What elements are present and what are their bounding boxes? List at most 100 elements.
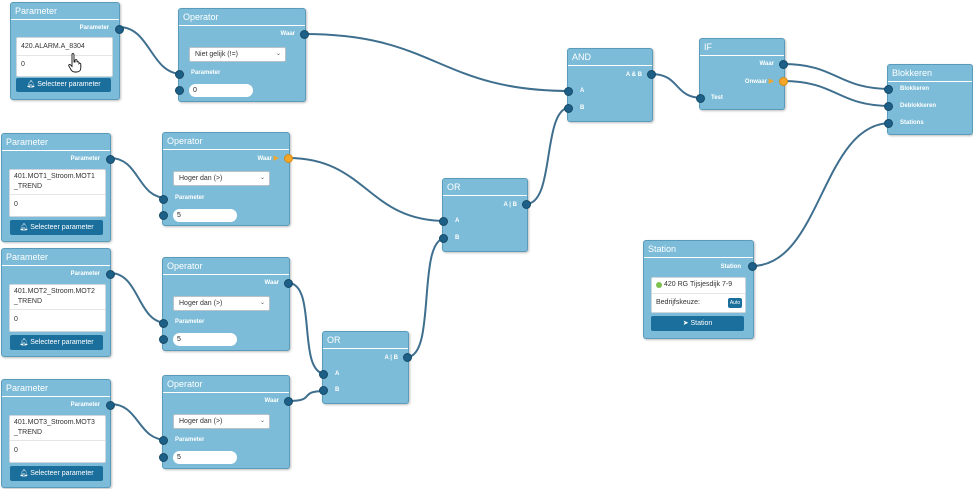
station-node[interactable]: Station Station 420 RG Tijsjesdijk 7-9 B… xyxy=(643,240,757,339)
panel-divider xyxy=(10,440,105,441)
value-input[interactable]: 5 xyxy=(173,209,237,222)
input-port-blokkeren[interactable] xyxy=(884,85,893,94)
output-label-true: Waar xyxy=(759,61,774,67)
input-port-parameter[interactable] xyxy=(159,436,168,445)
output-label: Parameter xyxy=(70,156,100,162)
parameter-panel: 401.MOT1_Stroom.MOT1 _TREND 0 xyxy=(9,169,106,217)
wire-3 xyxy=(109,157,168,199)
input-port-value[interactable] xyxy=(159,335,168,344)
output-port[interactable] xyxy=(300,30,309,39)
wire-6 xyxy=(287,282,327,375)
value-input[interactable]: 5 xyxy=(173,451,237,464)
select-parameter-button[interactable]: 🔔︎ Selecteer parameter xyxy=(10,220,103,235)
output-port[interactable] xyxy=(403,353,412,362)
input-port-parameter[interactable] xyxy=(175,70,184,79)
input-port-deblokkeren[interactable] xyxy=(884,102,893,111)
output-port[interactable] xyxy=(284,397,293,406)
value-input[interactable]: 0 xyxy=(189,84,253,97)
operator-node-2[interactable]: Operator Waar ▶ Hoger dan (>) ⌄ Paramete… xyxy=(159,132,293,226)
operator-select[interactable]: Hoger dan (>) ⌄ xyxy=(173,171,270,186)
wire-10 xyxy=(525,106,572,205)
input-port-b[interactable] xyxy=(439,234,448,243)
input-label-a: A xyxy=(580,88,585,94)
parameter-name: 401.MOT3_Stroom.MOT3 xyxy=(14,419,95,426)
panel-divider xyxy=(10,309,105,310)
chevron-down-icon: ⌄ xyxy=(259,300,265,306)
output-port[interactable] xyxy=(284,279,293,288)
node-title: Parameter xyxy=(11,3,119,20)
wire-13 xyxy=(782,80,892,107)
select-parameter-button[interactable]: 🔔︎ Selecteer parameter xyxy=(10,335,103,350)
input-port-value[interactable] xyxy=(159,211,168,220)
output-port[interactable] xyxy=(522,200,531,209)
select-parameter-button[interactable]: 🔔︎ Selecteer parameter xyxy=(16,78,111,92)
output-port[interactable] xyxy=(106,401,115,410)
output-label: Waar xyxy=(264,280,279,286)
wire-4 xyxy=(287,157,447,222)
output-port-true[interactable] xyxy=(779,60,788,69)
or-node-1[interactable]: OR A | B A B xyxy=(439,178,531,252)
parameter-name: 401.MOT1_Stroom.MOT1 xyxy=(14,173,95,180)
parameter-panel: 401.MOT2_Stroom.MOT2 _TREND 0 xyxy=(9,284,106,332)
select-parameter-button[interactable]: 🔔︎ Selecteer parameter xyxy=(10,466,103,481)
output-port[interactable] xyxy=(106,155,115,164)
or-node-2[interactable]: OR A | B A B xyxy=(319,331,412,404)
operator-node-1[interactable]: Operator Waar Niet gelijk (!=) ⌄ Paramet… xyxy=(175,8,309,102)
input-port-b[interactable] xyxy=(564,104,573,113)
input-port-stations[interactable] xyxy=(884,119,893,128)
and-node[interactable]: AND A & B A B xyxy=(564,48,656,122)
node-title: IF xyxy=(700,39,784,56)
input-port-test[interactable] xyxy=(696,94,705,103)
parameter-node-2[interactable]: Parameter Parameter 401.MOT1_Stroom.MOT1… xyxy=(1,133,115,242)
input-label: Parameter xyxy=(191,70,221,76)
output-port[interactable] xyxy=(647,70,656,79)
input-port-parameter[interactable] xyxy=(159,195,168,204)
output-port[interactable] xyxy=(748,262,757,271)
select-value: Hoger dan (>) xyxy=(179,418,223,425)
input-label-a: A xyxy=(335,371,340,377)
output-port-active[interactable] xyxy=(284,154,293,163)
parameter-node-4[interactable]: Parameter Parameter 401.MOT3_Stroom.MOT3… xyxy=(1,379,115,488)
parameter-name-cont: _TREND xyxy=(14,298,43,305)
select-value: Niet gelijk (!=) xyxy=(195,51,238,58)
operator-select[interactable]: Hoger dan (>) ⌄ xyxy=(173,296,270,311)
auto-button[interactable]: Auto xyxy=(728,298,742,308)
pointer-arrow-icon: ➤ xyxy=(682,320,691,327)
input-port-a[interactable] xyxy=(439,217,448,226)
input-port-parameter[interactable] xyxy=(159,319,168,328)
arrow-right-icon: ▶ xyxy=(273,155,279,162)
operator-node-3[interactable]: Operator Waar Hoger dan (>) ⌄ Parameter … xyxy=(159,257,293,351)
wire-11 xyxy=(650,73,704,99)
chevron-down-icon: ⌄ xyxy=(259,175,265,181)
output-port-false-active[interactable] xyxy=(779,77,788,86)
station-name: 420 RG Tijsjesdijk 7-9 xyxy=(664,281,733,288)
node-title: Operator xyxy=(163,258,289,275)
blokkeren-node[interactable]: Blokkeren Blokkeren Deblokkeren Stations xyxy=(884,64,973,135)
parameter-node-1[interactable]: Parameter Parameter 420.ALARM.A_8304 0 🔔… xyxy=(10,2,124,100)
value-input[interactable]: 5 xyxy=(173,333,237,346)
input-label: Parameter xyxy=(175,195,205,201)
node-title: Station xyxy=(644,241,753,258)
bell-icon: 🔔︎ xyxy=(19,224,31,231)
parameter-node-3[interactable]: Parameter Parameter 401.MOT2_Stroom.MOT2… xyxy=(1,248,115,357)
wire-12 xyxy=(782,63,892,90)
operator-node-4[interactable]: Operator Waar Hoger dan (>) ⌄ Parameter … xyxy=(159,375,293,469)
output-label: Parameter xyxy=(79,25,109,31)
input-port-a[interactable] xyxy=(319,370,328,379)
output-label: A | B xyxy=(384,355,398,361)
output-port[interactable] xyxy=(115,25,124,34)
if-node[interactable]: IF Waar Onwaar ▶ Test xyxy=(696,38,788,110)
node-title: Parameter xyxy=(2,249,110,266)
input-port-b[interactable] xyxy=(319,386,328,395)
input-port-value[interactable] xyxy=(159,453,168,462)
output-label: Parameter xyxy=(70,271,100,277)
node-title: AND xyxy=(568,49,652,66)
operator-select[interactable]: Niet gelijk (!=) ⌄ xyxy=(189,47,286,62)
output-port[interactable] xyxy=(106,270,115,279)
input-port-value[interactable] xyxy=(175,86,184,95)
input-port-a[interactable] xyxy=(564,87,573,96)
operator-select[interactable]: Hoger dan (>) ⌄ xyxy=(173,414,270,429)
parameter-value: 0 xyxy=(14,447,18,454)
select-station-button[interactable]: ➤ Station xyxy=(651,316,744,331)
